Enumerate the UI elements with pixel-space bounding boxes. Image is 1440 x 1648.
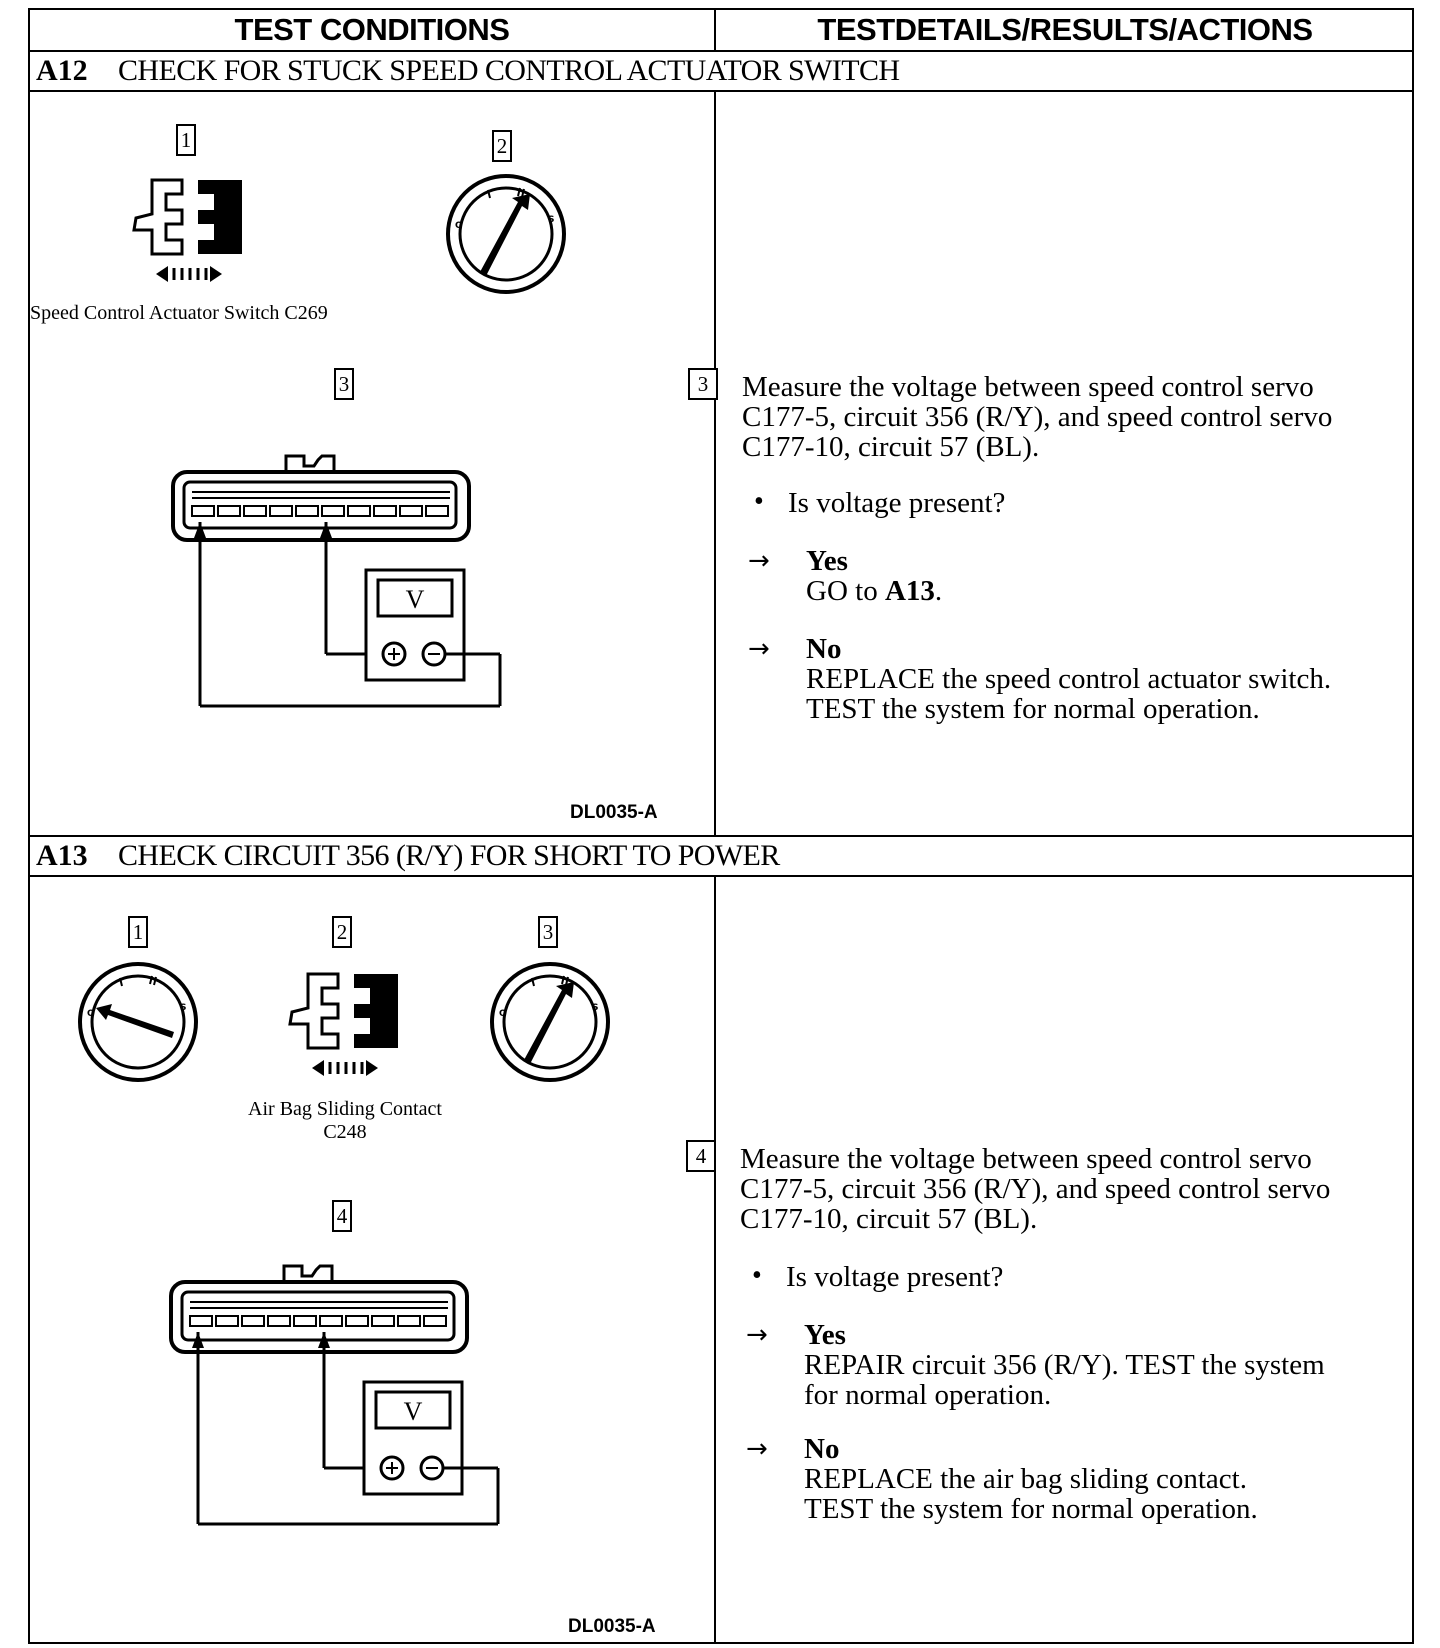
service-procedure-table: TEST CONDITIONS TESTDETAILS/RESULTS/ACTI… <box>28 8 1414 1644</box>
svg-text:O: O <box>455 221 463 231</box>
a12-question: Is voltage present? <box>788 487 1006 519</box>
a12-no-label: No <box>806 633 842 665</box>
ignition-switch-run-icon: O S <box>446 174 566 294</box>
step-a13-header: A13 CHECK CIRCUIT 356 (R/Y) FOR SHORT TO… <box>30 835 1412 877</box>
a13-yes-action: REPAIR circuit 356 (R/Y). TEST the syste… <box>804 1349 1325 1411</box>
svg-text:S: S <box>548 215 554 225</box>
a13-no-arrow: → <box>746 1434 768 1464</box>
connector-disconnect-icon <box>132 178 242 282</box>
step-a12-id: A12 <box>36 54 88 87</box>
header-test-conditions: TEST CONDITIONS <box>30 10 716 52</box>
a13-connector-caption-line2: C248 <box>323 1121 367 1143</box>
a13-no-action-line1: REPLACE the air bag sliding contact. <box>804 1463 1247 1495</box>
a13-step-label-3: 3 <box>538 916 558 948</box>
svg-text:O: O <box>87 1009 95 1019</box>
column-divider <box>714 877 716 1644</box>
a13-no-label: No <box>804 1433 840 1465</box>
a13-yes-arrow: → <box>746 1320 768 1350</box>
a13-bullet: • <box>752 1260 762 1291</box>
a12-no-arrow: → <box>748 634 770 664</box>
a13-question: Is voltage present? <box>786 1261 1004 1293</box>
a12-yes-arrow: → <box>748 546 770 576</box>
a13-yes-label: Yes <box>804 1319 846 1351</box>
a12-detail-step-label: 3 <box>688 368 718 400</box>
a12-step-label-3: 3 <box>334 368 354 400</box>
connector-disconnect-icon <box>288 972 398 1076</box>
step-a12-title: CHECK FOR STUCK SPEED CONTROL ACTUATOR S… <box>118 54 900 87</box>
step-a13-id: A13 <box>36 839 88 872</box>
a12-yes-label: Yes <box>806 545 848 577</box>
a13-step-label-1: 1 <box>128 916 148 948</box>
column-divider <box>714 92 716 835</box>
a13-connector-caption-line1: Air Bag Sliding Contact <box>248 1098 442 1120</box>
a12-meter-label: V <box>406 585 425 614</box>
a12-step-label-1: 1 <box>176 124 196 156</box>
a12-no-block: No REPLACE the speed control actuator sw… <box>806 634 1366 724</box>
a13-voltmeter-test-diagram: V <box>169 1264 500 1526</box>
step-a13-title: CHECK CIRCUIT 356 (R/Y) FOR SHORT TO POW… <box>118 839 780 872</box>
step-a12-header: A12 CHECK FOR STUCK SPEED CONTROL ACTUAT… <box>30 52 1412 92</box>
ignition-switch-run-icon: O S <box>490 962 610 1082</box>
a13-step-label-4: 4 <box>332 1200 352 1232</box>
a12-yes-block: Yes GO to A13. <box>806 546 942 606</box>
svg-text:O: O <box>499 1009 507 1019</box>
a13-instruction: Measure the voltage between speed contro… <box>740 1143 1331 1235</box>
header-test-details: TESTDETAILS/RESULTS/ACTIONS <box>716 10 1414 52</box>
a12-instruction: Measure the voltage between speed contro… <box>742 371 1333 463</box>
a12-step-label-2: 2 <box>492 130 512 162</box>
a12-connector-caption: Speed Control Actuator Switch C269 <box>30 302 328 324</box>
a13-connector-caption: Air Bag Sliding Contact C248 <box>230 1098 460 1144</box>
svg-text:S: S <box>592 1003 598 1013</box>
a12-bullet: • <box>754 486 764 517</box>
a13-no-block: No REPLACE the air bag sliding contact. … <box>804 1434 1364 1524</box>
a12-yes-action-pre: GO to <box>806 575 885 607</box>
a12-figure-code: DL0035-A <box>570 802 658 823</box>
a13-yes-block: Yes REPAIR circuit 356 (R/Y). TEST the s… <box>804 1320 1364 1410</box>
a13-no-action-line2: TEST the system for normal operation. <box>804 1493 1258 1525</box>
a12-yes-action-ref: A13 <box>884 575 935 607</box>
a12-yes-action-post: . <box>934 575 943 607</box>
a13-meter-label: V <box>404 1397 423 1426</box>
a13-figure-code: DL0035-A <box>568 1616 656 1637</box>
a13-step-label-2: 2 <box>332 916 352 948</box>
svg-text:S: S <box>180 1003 186 1013</box>
a12-voltmeter-test-diagram: V <box>171 454 502 708</box>
a12-no-action: REPLACE the speed control actuator switc… <box>806 663 1332 725</box>
a13-detail-step-label: 4 <box>686 1140 716 1172</box>
ignition-switch-off-icon: O S <box>78 962 198 1082</box>
